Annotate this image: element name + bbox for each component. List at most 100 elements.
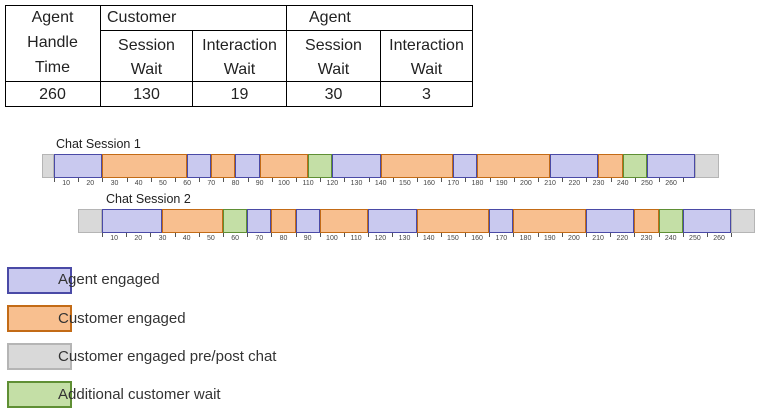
axis-tick-label: 100 <box>326 235 338 242</box>
axis-tick-label: 190 <box>495 180 508 187</box>
segment-agent <box>53 154 103 178</box>
value-agent-handle-time: 260 <box>39 86 66 103</box>
axis-tick <box>513 233 515 237</box>
axis-tick-label: 60 <box>231 235 239 242</box>
axis-tick-label: 10 <box>110 235 118 242</box>
axis-tick-label: 30 <box>158 235 167 242</box>
axis-tick <box>368 178 370 182</box>
axis-tick <box>440 233 442 237</box>
table-rule-values <box>5 81 473 82</box>
axis-tick <box>223 233 224 237</box>
axis-tick-label: 50 <box>158 180 167 187</box>
axis-tick-label: 20 <box>86 180 95 187</box>
axis-tick-label: 210 <box>544 180 556 187</box>
axis-tick-label: 140 <box>422 235 435 242</box>
axis-tick <box>319 233 321 237</box>
segment-wait <box>308 154 333 178</box>
legend-swatch-customer <box>7 305 72 332</box>
segment-wait <box>658 209 683 233</box>
axis-tick <box>54 178 55 182</box>
axis-tick <box>441 178 443 182</box>
legend-swatch-wait <box>7 381 72 408</box>
axis-tick-label: 200 <box>568 235 580 242</box>
segment-customer <box>477 154 551 178</box>
segment-agent <box>682 209 732 233</box>
axis-tick <box>538 178 539 182</box>
header-agent-handle-line1: Agent <box>31 9 74 26</box>
header-agent-handle-line2: Handle <box>27 34 78 51</box>
segment-customer <box>380 154 454 178</box>
value-agent-interaction-wait: 3 <box>422 86 431 103</box>
header-agent-group: Agent <box>309 9 351 26</box>
segment-agent <box>295 209 320 233</box>
summary-table: Agent Handle Time Customer Agent Session… <box>5 5 473 107</box>
segment-agent <box>489 209 514 233</box>
axis-tick-label: 150 <box>399 180 411 187</box>
table-border-right <box>472 5 473 107</box>
axis-tick <box>320 178 322 182</box>
axis-tick <box>682 233 684 237</box>
axis-tick <box>174 233 176 237</box>
axis-tick <box>465 178 467 182</box>
axis-tick <box>175 178 176 182</box>
axis-tick <box>417 178 418 182</box>
axis-tick <box>271 233 273 237</box>
legend-label-prepost: Customer engaged pre/post chat <box>58 348 277 365</box>
axis-tick-label: 110 <box>350 235 362 242</box>
segment-customer <box>102 154 188 178</box>
axis-tick <box>586 233 587 237</box>
axis-tick-label: 70 <box>255 235 264 242</box>
session-2-timeline <box>77 209 756 233</box>
segment-prepost <box>41 154 54 178</box>
axis-tick-label: 100 <box>278 180 290 187</box>
axis-tick-label: 170 <box>495 235 508 242</box>
value-customer-interaction-wait: 19 <box>230 86 249 103</box>
header-agent-session-line1: Session <box>305 37 362 54</box>
table-border-bottom <box>5 106 473 107</box>
axis-tick-label: 90 <box>303 235 312 242</box>
segment-customer <box>513 209 586 233</box>
header-agent-session-line2: Wait <box>317 61 350 78</box>
legend-label-wait: Additional customer wait <box>58 386 221 403</box>
header-agent-handle-line3: Time <box>35 59 70 76</box>
axis-tick <box>392 233 394 237</box>
axis-tick <box>368 233 370 237</box>
axis-tick-label: 40 <box>182 235 191 242</box>
axis-tick <box>658 233 660 237</box>
table-border-top <box>5 5 473 6</box>
axis-tick-label: 120 <box>326 180 339 187</box>
axis-tick <box>731 233 733 237</box>
axis-tick <box>562 178 564 182</box>
axis-tick-label: 160 <box>471 235 483 242</box>
axis-tick-label: 150 <box>447 235 459 242</box>
axis-tick-label: 10 <box>62 180 70 187</box>
axis-tick-label: 60 <box>183 180 191 187</box>
axis-tick <box>465 233 466 237</box>
table-col-divider <box>100 5 101 107</box>
segment-customer <box>598 154 623 178</box>
axis-tick <box>199 178 201 182</box>
header-customer-session-line1: Session <box>118 37 175 54</box>
segment-wait <box>622 154 647 178</box>
axis-tick <box>610 178 612 182</box>
axis-tick-label: 250 <box>641 180 653 187</box>
axis-tick-label: 40 <box>134 180 143 187</box>
axis-tick-label: 180 <box>471 180 484 187</box>
axis-tick <box>344 233 345 237</box>
segment-customer <box>416 209 490 233</box>
segment-customer <box>259 154 309 178</box>
axis-tick-label: 130 <box>398 235 411 242</box>
axis-tick-label: 210 <box>592 235 604 242</box>
axis-tick <box>102 178 104 182</box>
axis-tick-label: 260 <box>713 235 725 242</box>
axis-tick-label: 130 <box>350 180 363 187</box>
axis-tick <box>683 178 685 182</box>
table-col-divider <box>286 5 287 107</box>
table-col-divider <box>380 30 381 107</box>
header-customer-interaction-line2: Wait <box>223 61 256 78</box>
axis-tick <box>295 233 297 237</box>
segment-agent <box>247 209 272 233</box>
axis-tick <box>586 178 588 182</box>
axis-tick-label: 220 <box>568 180 581 187</box>
session-1-title: Chat Session 1 <box>56 137 141 151</box>
